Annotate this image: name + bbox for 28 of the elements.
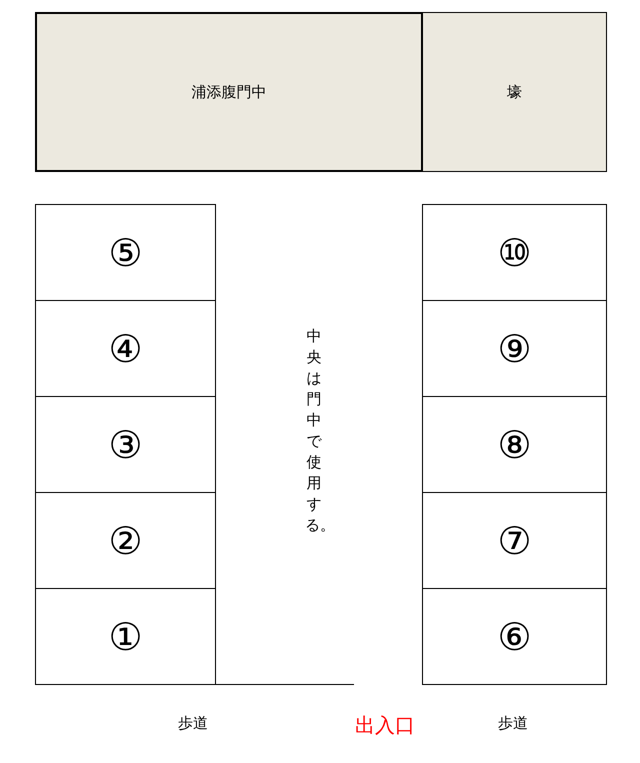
sidewalk-label: 歩道 [498,714,528,733]
area-label: 壕 [507,82,522,102]
parking-space [422,396,607,493]
space-number: ③ [108,426,143,464]
parking-space [35,300,216,397]
parking-space [35,204,216,301]
building-area [422,12,607,172]
space-number: ⑨ [497,330,532,368]
space-number: ⑧ [497,426,532,464]
area-label: 浦添腹門中 [192,82,266,102]
space-number: ① [108,618,143,656]
space-number: ⑩ [497,234,532,272]
space-number: ⑦ [497,522,532,560]
space-number: ④ [108,330,143,368]
parking-space [422,204,607,301]
sidewalk-label: 歩道 [178,714,208,733]
note: 中央は門中で使用する。 [305,326,323,536]
space-number: ⑤ [108,234,143,272]
parking-space [35,492,216,589]
parking-space [422,492,607,589]
building-area [35,12,423,172]
parking-space [35,588,216,685]
entrance-label: 出入口 [355,712,415,739]
parking-space [35,396,216,493]
space-number: ⑥ [497,618,532,656]
parking-space [422,300,607,397]
space-number: ② [108,522,143,560]
parking-space [422,588,607,685]
